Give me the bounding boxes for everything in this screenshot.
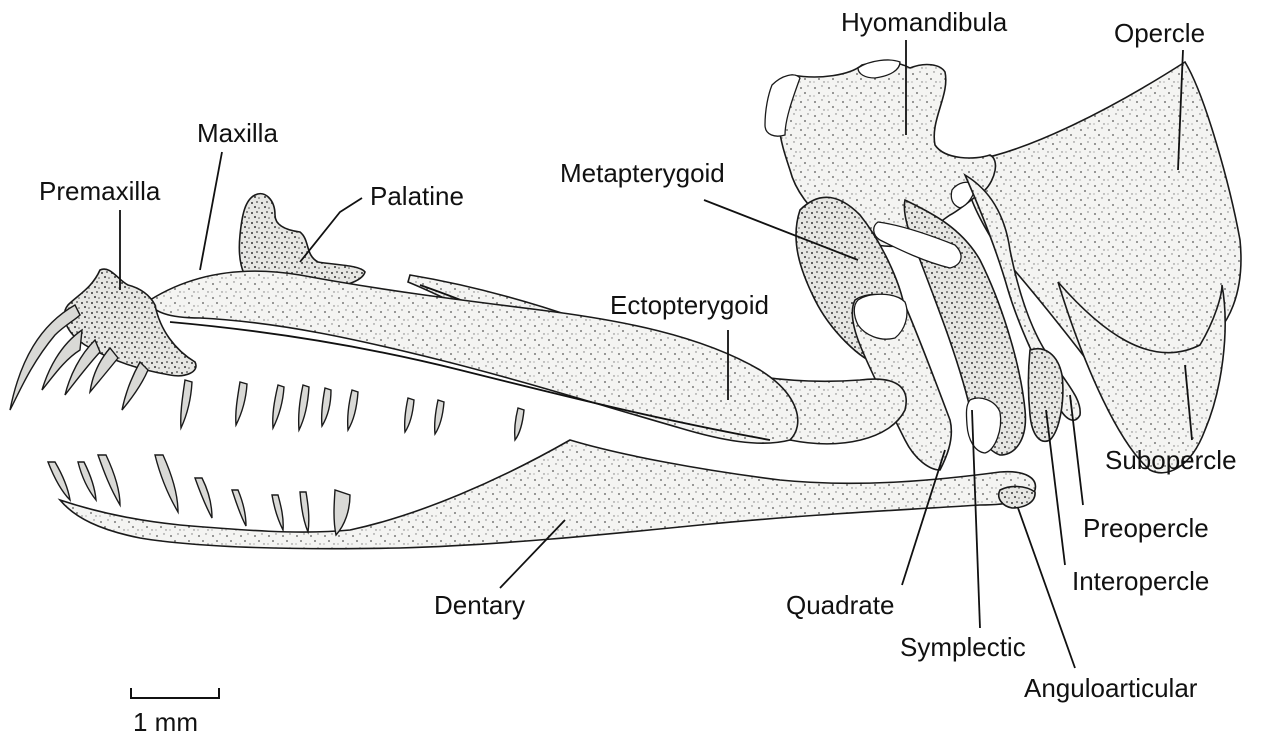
label-premaxilla: Premaxilla (39, 176, 161, 206)
label-palatine: Palatine (370, 181, 464, 211)
label-opercle: Opercle (1114, 18, 1205, 48)
label-symplectic: Symplectic (900, 632, 1026, 662)
label-maxilla: Maxilla (197, 118, 278, 148)
label-preopercle: Preopercle (1083, 513, 1209, 543)
anguloarticular-bone (999, 486, 1035, 508)
label-subopercle: Subopercle (1105, 445, 1237, 475)
label-quadrate: Quadrate (786, 590, 894, 620)
label-metapterygoid: Metapterygoid (560, 158, 725, 188)
interopercle-bone (1029, 349, 1063, 442)
label-hyomandibula: Hyomandibula (841, 7, 1008, 37)
scale-bar-label: 1 mm (133, 707, 198, 737)
label-ectopterygoid: Ectopterygoid (610, 290, 769, 320)
leader-quadrate (902, 450, 945, 585)
leader-anguloarticular (1018, 508, 1075, 668)
label-anguloarticular: Anguloarticular (1024, 673, 1198, 703)
label-interopercle: Interopercle (1072, 566, 1209, 596)
scale-bar-line (131, 688, 219, 698)
premaxilla-tooth-5 (122, 362, 148, 410)
leader-maxilla (200, 152, 222, 270)
label-dentary: Dentary (434, 590, 525, 620)
maxilla-teeth (181, 380, 524, 440)
scale-bar: 1 mm (131, 688, 219, 737)
